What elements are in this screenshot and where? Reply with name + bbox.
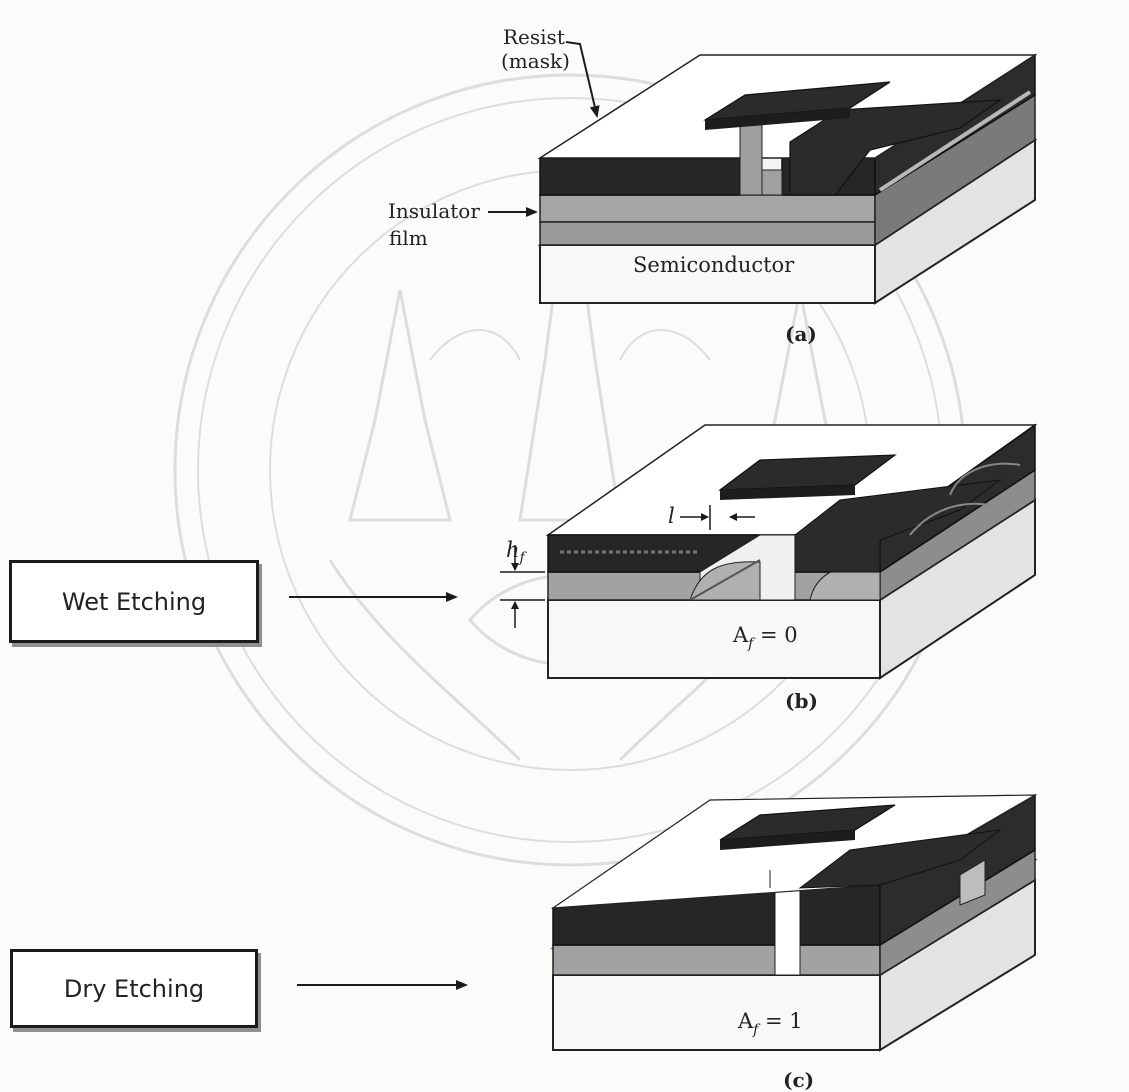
wet-etching-label: Wet Etching — [62, 588, 206, 616]
panel-label-a: (a) — [785, 322, 817, 346]
label-l: l — [668, 504, 675, 528]
panel-label-b: (b) — [785, 689, 818, 713]
resist-pointer-line — [566, 42, 597, 116]
label-film: film — [389, 226, 428, 250]
label-semiconductor: Semiconductor — [633, 253, 795, 277]
label-mask: (mask) — [501, 49, 570, 73]
label-resist: Resist — [503, 25, 565, 49]
dry-etching-box: Dry Etching — [10, 949, 258, 1028]
wet-etching-box: Wet Etching — [9, 560, 259, 643]
label-hf: hf — [506, 538, 528, 566]
panel-label-c: (c) — [783, 1068, 814, 1092]
label-insulator: Insulator — [388, 199, 480, 223]
dry-etching-label: Dry Etching — [64, 975, 204, 1003]
